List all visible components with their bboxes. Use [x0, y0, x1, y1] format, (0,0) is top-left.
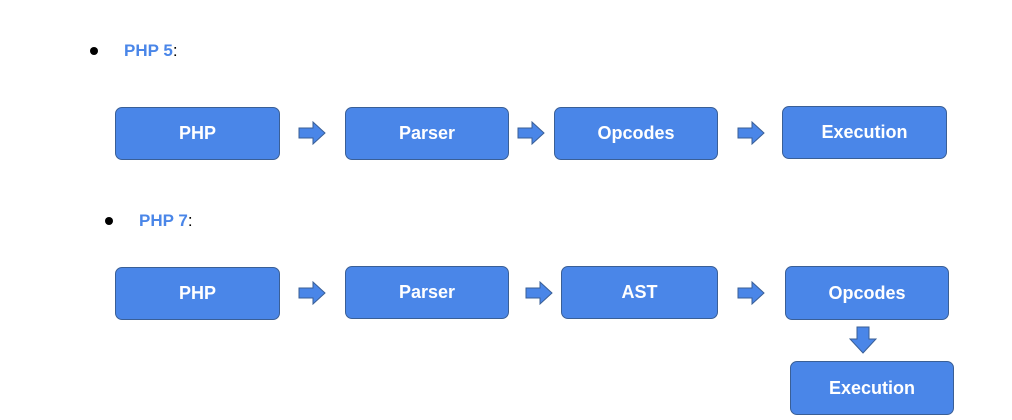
php7-step-parser: Parser	[345, 266, 509, 319]
right-arrow-icon	[298, 121, 326, 145]
php5-colon: :	[172, 41, 178, 60]
php5-title: PHP 5	[124, 41, 173, 60]
php5-bullet: PHP 5:	[90, 41, 178, 61]
php7-bullet: PHP 7:	[105, 211, 193, 231]
right-arrow-icon	[737, 281, 765, 305]
right-arrow-icon	[298, 281, 326, 305]
php5-step-php: PHP	[115, 107, 280, 160]
php5-step-execution: Execution	[782, 106, 947, 159]
php7-colon: :	[187, 211, 193, 230]
bullet-dot	[90, 47, 98, 55]
php7-title: PHP 7	[139, 211, 188, 230]
right-arrow-icon	[525, 281, 553, 305]
php7-step-execution: Execution	[790, 361, 954, 415]
php5-step-opcodes: Opcodes	[554, 107, 718, 160]
down-arrow-icon	[849, 326, 877, 354]
php7-step-ast: AST	[561, 266, 718, 319]
right-arrow-icon	[737, 121, 765, 145]
php7-step-opcodes: Opcodes	[785, 266, 949, 320]
right-arrow-icon	[517, 121, 545, 145]
bullet-dot	[105, 217, 113, 225]
php5-step-parser: Parser	[345, 107, 509, 160]
php7-step-php: PHP	[115, 267, 280, 320]
